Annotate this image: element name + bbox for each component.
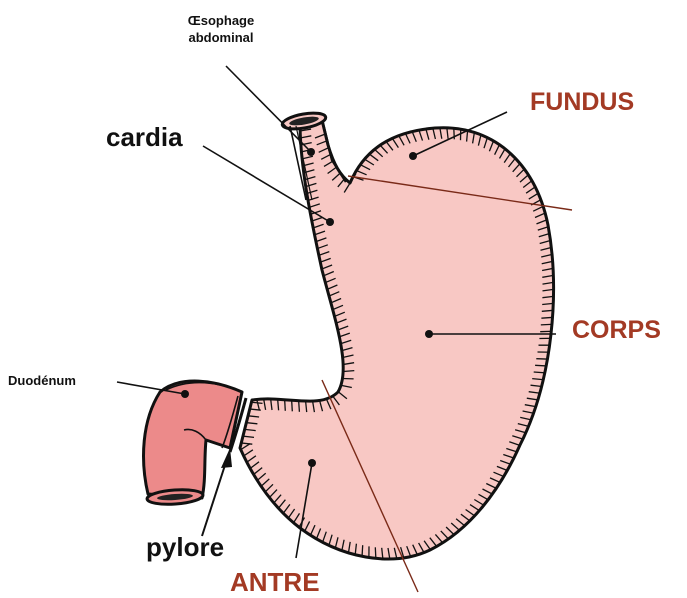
label-pylore: pylore bbox=[146, 532, 224, 563]
label-oesophage-line1: Œsophage bbox=[166, 12, 276, 29]
label-oesophage-line2: abdominal bbox=[166, 29, 276, 46]
label-duodenum: Duodénum bbox=[8, 373, 76, 388]
label-antre: ANTRE bbox=[230, 567, 320, 598]
duodenum-tube bbox=[144, 381, 246, 506]
pylore-arrow bbox=[202, 448, 232, 536]
label-fundus: FUNDUS bbox=[530, 88, 634, 117]
label-corps: CORPS bbox=[572, 316, 661, 345]
label-oesophage-abdominal: Œsophage abdominal bbox=[166, 12, 276, 46]
label-cardia: cardia bbox=[106, 122, 183, 153]
stomach-body bbox=[240, 120, 553, 559]
